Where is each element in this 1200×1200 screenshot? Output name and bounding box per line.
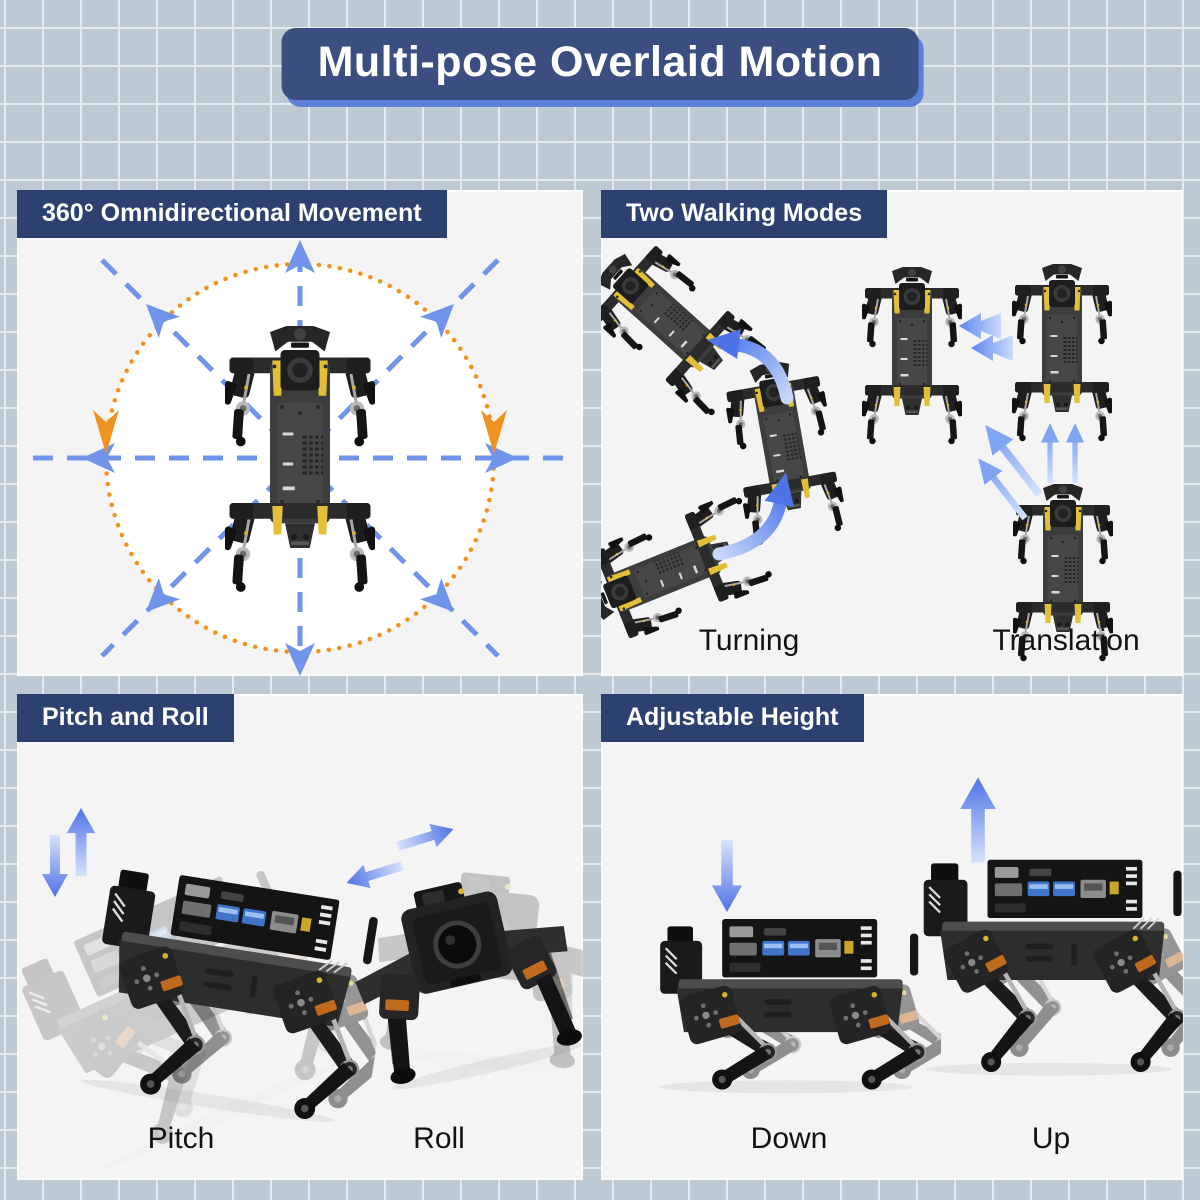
panel-header-text: Two Walking Modes: [626, 199, 863, 227]
up-arrow-icon: [960, 777, 996, 863]
roll-arrows-icon: [342, 817, 458, 895]
panel-header-text: Pitch and Roll: [42, 703, 209, 731]
page-title: Multi-pose Overlaid Motion: [317, 38, 883, 86]
panel-header-text: 360° Omnidirectional Movement: [42, 199, 422, 227]
translation-chevron-arrows-icon: [959, 313, 1013, 361]
panel-pitch-roll: Pitch and Roll Pitch: [17, 694, 583, 1180]
robot-down-illustration: [658, 919, 951, 1093]
translation-up-arrows-icon: [1041, 423, 1084, 483]
label-turning: Turning: [698, 624, 800, 657]
label-up: Up: [1031, 1122, 1071, 1155]
turning-robot-sequence: [601, 226, 853, 654]
panel-header-omnidirectional: 360° Omnidirectional Movement: [17, 190, 447, 238]
panel-header-text: Adjustable Height: [626, 703, 839, 731]
down-arrow-icon: [711, 840, 743, 912]
label-translation: Translation: [992, 624, 1140, 657]
title-banner: Multi-pose Overlaid Motion: [281, 28, 919, 100]
panel-header-walking-modes: Two Walking Modes: [601, 190, 888, 238]
panel-walking-modes: Two Walking Modes: [601, 190, 1183, 676]
curved-turn-arrows-icon: [707, 329, 795, 561]
panel-adjustable-height: Adjustable Height Down Up: [601, 694, 1183, 1180]
panel-header-pitch-roll: Pitch and Roll: [17, 694, 234, 742]
walking-modes-diagram: [601, 190, 1183, 676]
omnidirectional-diagram: [33, 240, 567, 676]
label-down: Down: [750, 1122, 828, 1155]
adjustable-height-diagram: [601, 777, 1183, 1180]
panel-header-adjustable-height: Adjustable Height: [601, 694, 864, 742]
label-roll: Roll: [413, 1122, 465, 1155]
pitch-roll-diagram: [17, 808, 583, 1180]
panel-omnidirectional: 360° Omnidirectional Movement: [17, 190, 583, 676]
robot-up-illustration: [924, 860, 1183, 1076]
pitch-arrows-icon: [41, 808, 96, 897]
label-pitch: Pitch: [147, 1122, 215, 1155]
